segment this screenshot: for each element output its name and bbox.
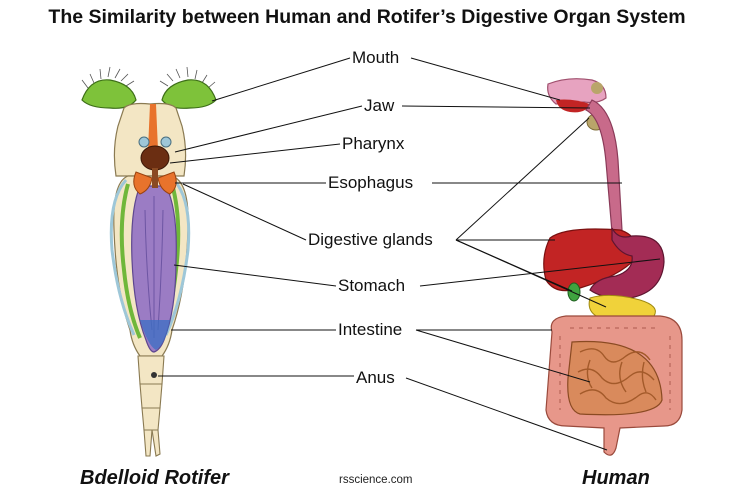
- leader-pharynx-rotifer: [169, 143, 341, 164]
- leader-glands-rotifer: [182, 183, 307, 241]
- rotifer-esophagus: [152, 168, 158, 188]
- rotifer-illustration: [81, 66, 217, 457]
- leader-jaw-human: [401, 105, 591, 109]
- label-anus: Anus: [356, 368, 395, 387]
- label-esophagus: Esophagus: [328, 173, 414, 192]
- human-gallbladder: [567, 282, 581, 302]
- label-digestive-glands: Digestive glands: [308, 230, 433, 249]
- leader-intestine-small: [415, 329, 591, 383]
- leader-anus-human: [405, 377, 608, 451]
- caption-human: Human: [582, 467, 650, 489]
- rotifer-corona-left: [81, 79, 137, 109]
- rotifer-eye-left: [138, 136, 150, 148]
- rotifer-mouth-tube: [148, 104, 158, 150]
- rotifer-gland-right: [157, 171, 177, 195]
- rotifer-green-left: [119, 183, 142, 339]
- rotifer-tail: [137, 355, 165, 457]
- rotifer-pharynx: [140, 145, 170, 171]
- human-illustration: [543, 78, 683, 456]
- label-jaw: Jaw: [364, 96, 395, 115]
- rotifer-corona-right: [161, 79, 217, 109]
- rotifer-sheath-left: [109, 178, 136, 336]
- label-stomach: Stomach: [338, 276, 406, 295]
- caption-rotifer: Bdelloid Rotifer: [80, 467, 229, 489]
- label-mouth: Mouth: [352, 48, 400, 67]
- leader-lines: [158, 57, 661, 451]
- label-pharynx: Pharynx: [342, 134, 405, 153]
- leader-jaw-rotifer: [174, 105, 363, 153]
- human-intestine-coils: [577, 348, 657, 405]
- human-tongue: [556, 99, 590, 113]
- rotifer-intestine: [140, 320, 170, 350]
- label-intestine: Intestine: [338, 320, 403, 339]
- rotifer-stomach-folds: [144, 196, 164, 338]
- leader-mouth-human: [410, 57, 561, 101]
- human-salivary-gland-top: [591, 82, 603, 94]
- rotifer-eye-right: [160, 136, 172, 148]
- rotifer-gland-left: [133, 171, 153, 195]
- leader-glands-salivary: [455, 117, 590, 241]
- rotifer-sheath-right: [164, 178, 191, 336]
- human-liver: [543, 228, 638, 292]
- rotifer-anus: [151, 372, 157, 378]
- source-credit: rsscience.com: [339, 474, 413, 486]
- human-mouth: [547, 78, 607, 105]
- diagram-title: The Similarity between Human and Rotifer…: [48, 6, 686, 28]
- leader-stomach-human: [419, 258, 661, 287]
- leader-mouth-rotifer: [211, 57, 351, 102]
- rotifer-cilia: [81, 66, 216, 89]
- leader-stomach-rotifer: [173, 264, 337, 287]
